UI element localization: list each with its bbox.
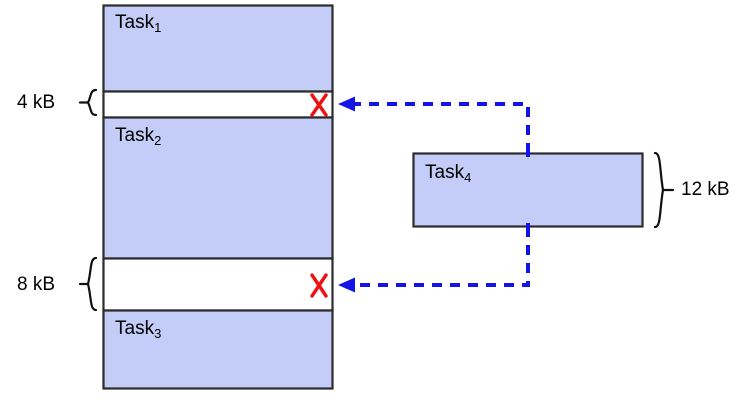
memory-block-task1-label: Task1 [115, 12, 162, 35]
arrow-task4-to-hole-4kb [348, 102, 530, 153]
hole-4kb-size-label: 4 kB [17, 92, 56, 113]
memory-block-task2 [102, 116, 334, 260]
arrowhead-hole-4kb [338, 96, 355, 112]
incoming-task4-block [412, 152, 644, 228]
memory-block-task1 [102, 4, 334, 93]
cross-icon-hole-8kb [310, 273, 328, 298]
hole-8kb-size-label: 8 kB [17, 274, 56, 295]
brace-4kb [78, 88, 98, 117]
memory-block-task3-label: Task3 [115, 318, 162, 341]
brace-12kb [653, 151, 675, 229]
arrowhead-hole-8kb [338, 277, 355, 293]
memory-block-task3 [102, 309, 334, 390]
memory-block-task2-label: Task2 [115, 125, 162, 148]
arrow-task4-to-hole-8kb [348, 227, 530, 287]
cross-icon-hole-4kb [310, 93, 328, 117]
memory-hole-8kb [102, 257, 334, 312]
task4-size-label: 12 kB [681, 179, 730, 200]
brace-8kb [78, 256, 98, 312]
memory-hole-4kb [102, 90, 334, 119]
incoming-task4-label: Task4 [425, 162, 472, 185]
